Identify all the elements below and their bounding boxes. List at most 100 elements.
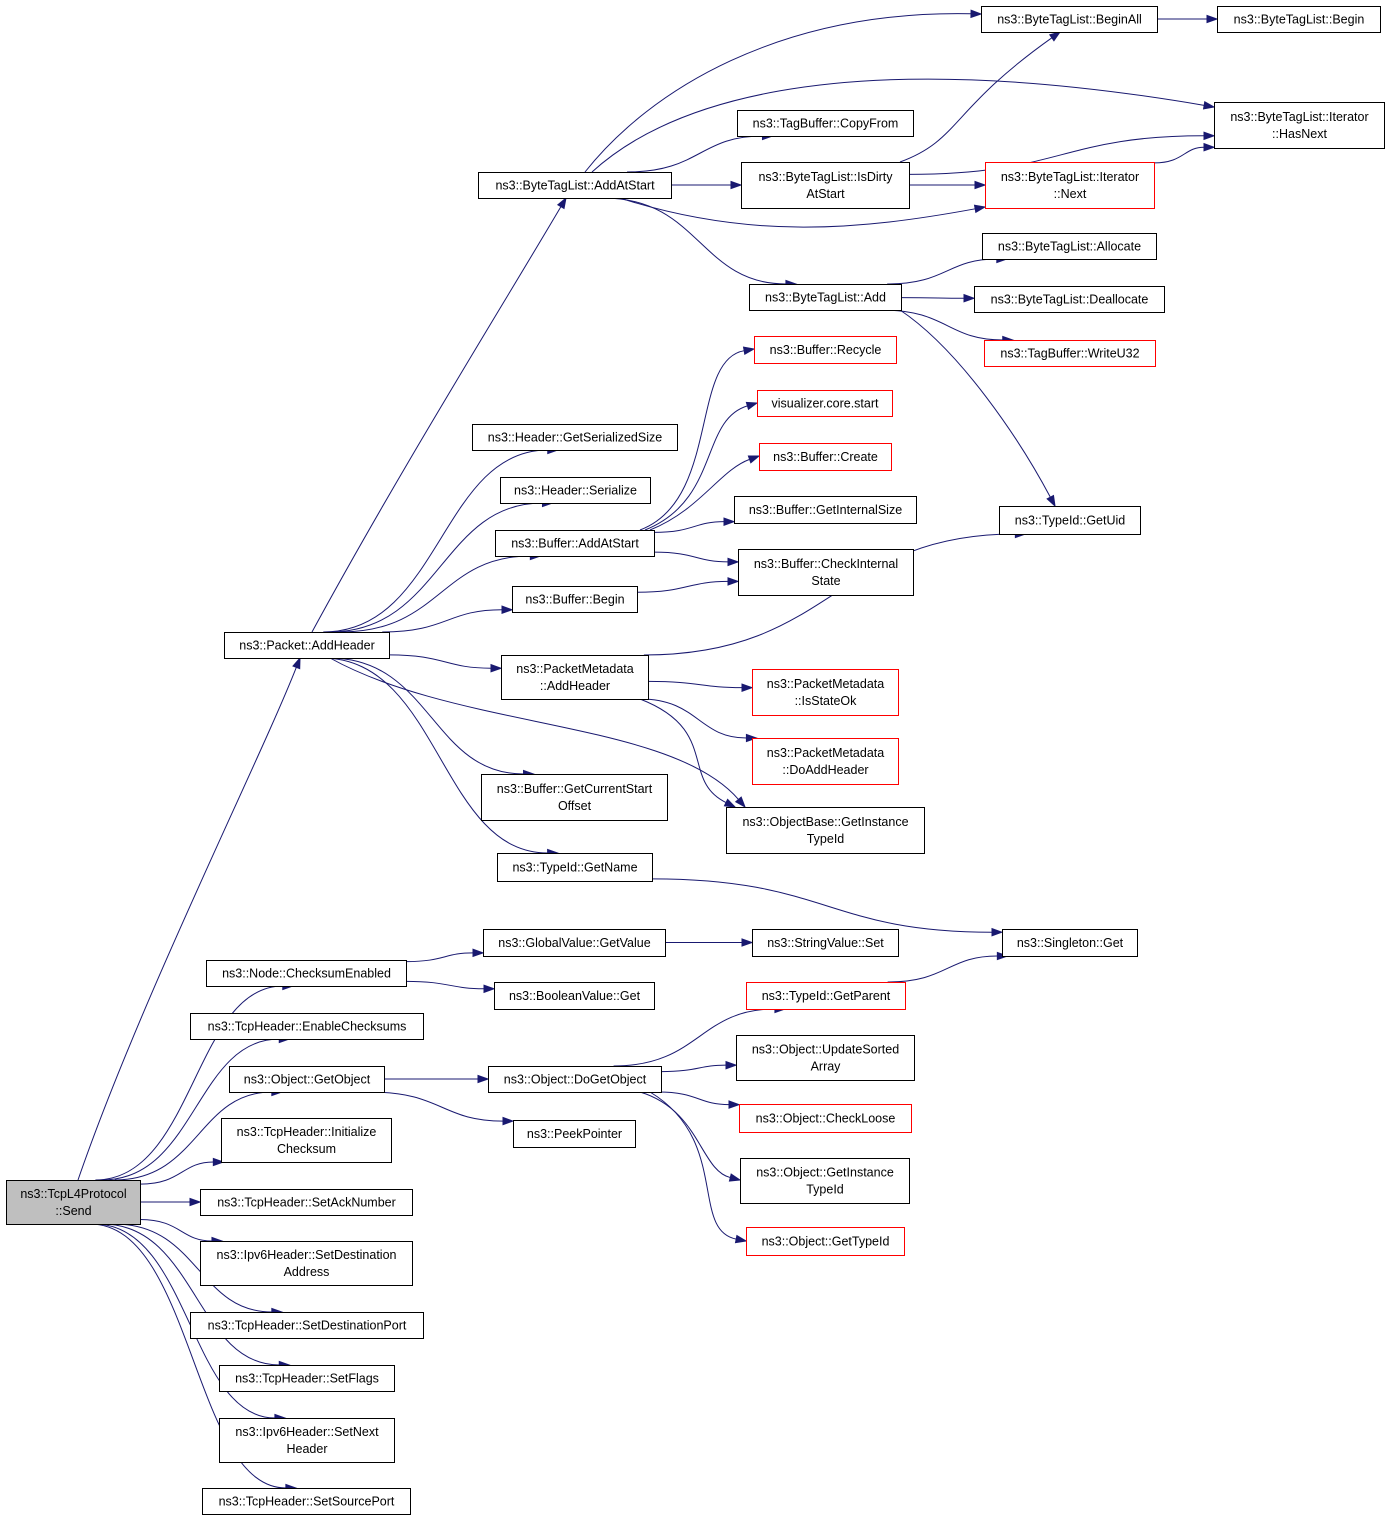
node-box: [754, 336, 897, 364]
node-box: [752, 738, 899, 785]
node-label: ns3::ByteTagList::Iterator: [1001, 170, 1139, 184]
node-box: [512, 586, 638, 613]
node-btl-add-at-start[interactable]: ns3::ByteTagList::AddAtStart: [478, 172, 672, 199]
node-btl-allocate[interactable]: ns3::ByteTagList::Allocate: [982, 233, 1157, 260]
edge-btl-is-dirty-to-btl-iter-next: [908, 180, 987, 190]
node-label: ns3::PacketMetadata: [767, 746, 884, 760]
node-label: ns3::ByteTagList::AddAtStart: [495, 179, 655, 193]
node-label: ns3::BooleanValue::Get: [509, 989, 641, 1003]
node-visualizer-core-start[interactable]: visualizer.core.start: [757, 390, 893, 417]
edge-object-do-get-object-to-object-update-sorted-array: [660, 1060, 738, 1073]
edge-send-to-set-ack-number: [140, 1197, 202, 1207]
node-btl-iter-has-next[interactable]: ns3::ByteTagList::Iterator::HasNext: [1214, 102, 1385, 149]
node-label: ns3::TcpL4Protocol: [20, 1187, 126, 1201]
node-set-ack-number[interactable]: ns3::TcpHeader::SetAckNumber: [200, 1189, 413, 1216]
node-buffer-get-internal-size[interactable]: ns3::Buffer::GetInternalSize: [734, 496, 917, 524]
node-object-get-typeid[interactable]: ns3::Object::GetTypeId: [746, 1227, 905, 1256]
node-singleton-get[interactable]: ns3::Singleton::Get: [1002, 929, 1138, 957]
arrowhead-icon: [1202, 100, 1216, 110]
node-box: [981, 6, 1158, 33]
edge-line: [619, 197, 976, 228]
node-stringvalue-set[interactable]: ns3::StringValue::Set: [752, 929, 899, 957]
edge-line: [613, 1008, 775, 1067]
node-peek-pointer[interactable]: ns3::PeekPointer: [513, 1120, 636, 1148]
node-pm-add-header[interactable]: ns3::PacketMetadata::AddHeader: [501, 655, 649, 700]
node-header-serialize[interactable]: ns3::Header::Serialize: [500, 477, 651, 504]
node-buffer-add-at-start[interactable]: ns3::Buffer::AddAtStart: [495, 530, 655, 557]
node-buffer-begin[interactable]: ns3::Buffer::Begin: [512, 586, 638, 613]
node-box: [202, 1488, 411, 1515]
node-set-flags[interactable]: ns3::TcpHeader::SetFlags: [219, 1365, 395, 1392]
node-btl-add[interactable]: ns3::ByteTagList::Add: [749, 284, 902, 311]
edge-btl-add-at-start-to-btl-add: [603, 197, 798, 289]
node-tagbuffer-copy-from[interactable]: ns3::TagBuffer::CopyFrom: [737, 110, 914, 137]
edge-line: [340, 555, 531, 633]
arrowhead-icon: [728, 1173, 742, 1182]
node-header-get-serialized-size[interactable]: ns3::Header::GetSerializedSize: [472, 424, 678, 451]
arrowhead-icon: [1203, 131, 1216, 141]
arrowhead-icon: [1203, 142, 1216, 152]
node-box: [741, 162, 910, 209]
arrowhead-icon: [502, 1116, 515, 1126]
node-label: ns3::Ipv6Header::SetNext: [235, 1425, 379, 1439]
node-set-source-port[interactable]: ns3::TcpHeader::SetSourcePort: [202, 1488, 411, 1515]
edge-line: [649, 458, 750, 531]
node-box: [999, 506, 1141, 535]
arrowhead-icon: [292, 656, 301, 670]
edge-line: [651, 878, 993, 933]
arrowhead-icon: [725, 1060, 738, 1070]
node-box: [200, 1241, 413, 1286]
node-typeid-get-name[interactable]: ns3::TypeId::GetName: [497, 853, 653, 882]
node-box: [190, 1312, 424, 1339]
node-btl-begin[interactable]: ns3::ByteTagList::Begin: [1217, 6, 1381, 33]
edge-line: [94, 1223, 275, 1419]
node-send[interactable]: ns3::TcpL4Protocol::Send: [6, 1180, 141, 1225]
node-btl-begin-all[interactable]: ns3::ByteTagList::BeginAll: [981, 6, 1158, 33]
node-add-header[interactable]: ns3::Packet::AddHeader: [224, 632, 390, 659]
arrowhead-icon: [189, 1197, 202, 1207]
edge-btl-add-at-start-to-btl-begin-all: [584, 9, 983, 173]
node-box: [472, 424, 678, 451]
node-object-check-loose[interactable]: ns3::Object::CheckLoose: [739, 1104, 912, 1133]
node-typeid-get-uid[interactable]: ns3::TypeId::GetUid: [999, 506, 1141, 535]
node-globalvalue-get-value[interactable]: ns3::GlobalValue::GetValue: [483, 929, 666, 957]
node-box: [752, 669, 899, 716]
edge-btl-add-to-typeid-get-uid: [899, 309, 1056, 508]
node-label: ns3::ByteTagList::Begin: [1234, 13, 1365, 27]
node-label: ns3::Buffer::GetCurrentStart: [497, 782, 653, 796]
node-label: ns3::TcpHeader::SetDestinationPort: [208, 1319, 407, 1333]
node-typeid-get-parent[interactable]: ns3::TypeId::GetParent: [746, 982, 906, 1010]
node-btl-iter-next[interactable]: ns3::ByteTagList::Iterator::Next: [985, 162, 1155, 209]
edge-line: [584, 13, 972, 173]
node-checksum-enabled[interactable]: ns3::Node::ChecksumEnabled: [206, 960, 407, 987]
node-label: ns3::Buffer::CheckInternal: [754, 557, 898, 571]
node-tagbuffer-write-u32[interactable]: ns3::TagBuffer::WriteU32: [984, 340, 1156, 367]
edge-line: [405, 952, 474, 963]
node-box: [481, 774, 668, 821]
arrowhead-icon: [963, 293, 976, 303]
node-object-do-get-object[interactable]: ns3::Object::DoGetObject: [488, 1066, 662, 1093]
node-get-object[interactable]: ns3::Object::GetObject: [229, 1066, 385, 1093]
node-box: [500, 477, 651, 504]
edge-line: [322, 657, 548, 854]
edge-btl-add-to-tagbuffer-write-u32: [881, 309, 1015, 345]
node-set-destination-port[interactable]: ns3::TcpHeader::SetDestinationPort: [190, 1312, 424, 1339]
node-btl-deallocate[interactable]: ns3::ByteTagList::Deallocate: [974, 286, 1165, 313]
node-pm-do-add-header[interactable]: ns3::PacketMetadata::DoAddHeader: [752, 738, 899, 785]
node-buffer-recycle[interactable]: ns3::Buffer::Recycle: [754, 336, 897, 364]
node-booleanvalue-get[interactable]: ns3::BooleanValue::Get: [494, 982, 655, 1010]
edge-add-header-to-pm-add-header: [388, 654, 503, 673]
node-buffer-create[interactable]: ns3::Buffer::Create: [759, 443, 892, 471]
edge-line: [114, 1091, 272, 1181]
node-pm-is-state-ok[interactable]: ns3::PacketMetadata::IsStateOk: [752, 669, 899, 716]
node-enable-checksums[interactable]: ns3::TcpHeader::EnableChecksums: [190, 1013, 424, 1040]
